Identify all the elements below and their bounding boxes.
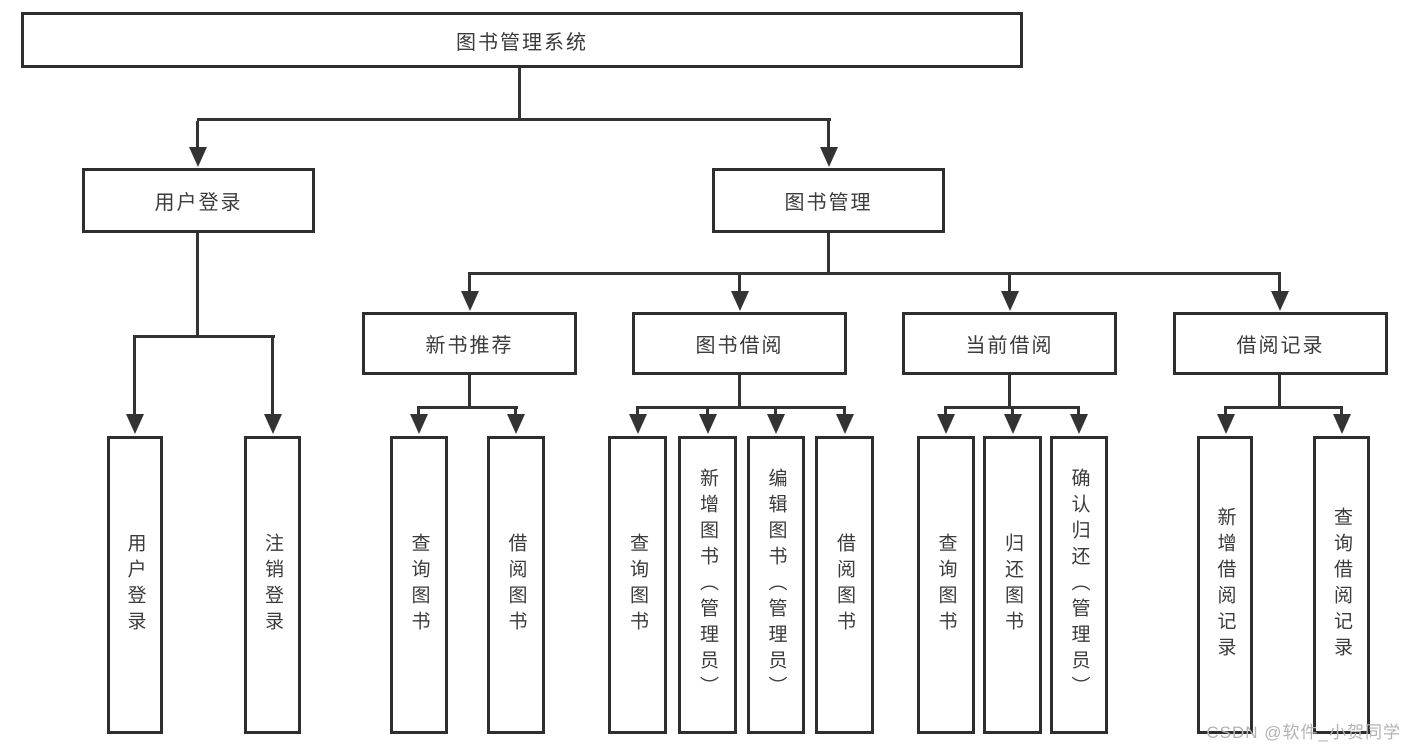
connector-line <box>417 406 518 409</box>
connector-line <box>133 338 136 415</box>
node-label: 借阅记录 <box>1236 335 1325 357</box>
arrow-down-icon <box>731 291 749 311</box>
node-leaf-logout: 注销登录 <box>244 436 301 734</box>
connector-line <box>468 275 471 293</box>
arrow-down-icon <box>1333 414 1351 434</box>
connector-line <box>636 406 846 409</box>
arrow-down-icon <box>1271 291 1289 311</box>
connector-line <box>1278 375 1281 409</box>
node-label: 新增图书（管理员） <box>697 468 718 702</box>
arrow-down-icon <box>820 147 838 167</box>
connector-line <box>738 375 741 409</box>
node-label: 查询借阅记录 <box>1331 507 1352 663</box>
node-label: 查询图书 <box>408 533 430 637</box>
connector-line <box>706 409 709 416</box>
node-new-book-recommendation: 新书推荐 <box>362 312 577 375</box>
connector-line <box>774 409 777 416</box>
connector-line <box>1278 275 1281 293</box>
connector-line <box>1340 409 1343 416</box>
arrow-down-icon <box>126 414 144 434</box>
connector-line <box>518 68 521 121</box>
connector-line <box>1008 275 1011 293</box>
connector-line <box>514 409 517 416</box>
connector-line <box>196 121 199 149</box>
connector-line <box>827 121 830 149</box>
arrow-down-icon <box>699 414 717 434</box>
node-label: 图书管理系统 <box>456 31 588 54</box>
arrow-down-icon <box>410 414 428 434</box>
connector-line <box>133 335 275 338</box>
node-borrowing-records: 借阅记录 <box>1173 312 1388 375</box>
node-leaf-query-borrow-record: 查询借阅记录 <box>1313 436 1370 734</box>
watermark: CSDN @软件_小贺同学 <box>1206 723 1401 742</box>
node-current-borrowing: 当前借阅 <box>902 312 1117 375</box>
node-leaf-query-books-borrow: 查询图书 <box>608 436 667 734</box>
node-label: 查询图书 <box>935 533 957 637</box>
node-leaf-query-books-current: 查询图书 <box>917 436 975 734</box>
node-leaf-borrow-books-borrow: 借阅图书 <box>815 436 874 734</box>
node-leaf-edit-book-admin: 编辑图书（管理员） <box>747 436 805 734</box>
node-label: 用户登录 <box>124 533 146 637</box>
node-label: 查询图书 <box>627 533 648 637</box>
arrow-down-icon <box>836 414 854 434</box>
node-leaf-return-books: 归还图书 <box>983 436 1042 734</box>
connector-line <box>1011 409 1014 416</box>
connector-line <box>196 233 199 338</box>
node-label: 确认归还（管理员） <box>1068 468 1090 702</box>
node-leaf-query-books-recommend: 查询图书 <box>390 436 448 734</box>
node-label: 图书借阅 <box>695 335 784 357</box>
node-label: 归还图书 <box>1002 533 1023 637</box>
arrow-down-icon <box>264 414 282 434</box>
node-book-borrowing: 图书借阅 <box>632 312 847 375</box>
node-book-management: 图书管理 <box>712 168 945 233</box>
node-leaf-borrow-books-recommend: 借阅图书 <box>487 436 545 734</box>
node-label: 注销登录 <box>262 533 283 637</box>
connector-line <box>636 409 639 416</box>
node-label: 编辑图书（管理员） <box>765 468 787 702</box>
connector-line <box>197 118 831 121</box>
node-leaf-add-borrow-record: 新增借阅记录 <box>1197 436 1253 734</box>
node-leaf-add-book-admin: 新增图书（管理员） <box>678 436 737 734</box>
node-label: 借阅图书 <box>505 533 527 637</box>
arrow-down-icon <box>937 414 955 434</box>
arrow-down-icon <box>1217 414 1235 434</box>
arrow-down-icon <box>461 291 479 311</box>
node-label: 新增借阅记录 <box>1214 507 1236 663</box>
arrow-down-icon <box>767 414 785 434</box>
node-root-library-system: 图书管理系统 <box>21 12 1023 68</box>
node-label: 当前借阅 <box>965 335 1054 357</box>
connector-line <box>1224 406 1343 409</box>
node-label: 图书管理 <box>784 192 873 214</box>
node-leaf-confirm-return-admin: 确认归还（管理员） <box>1050 436 1108 734</box>
connector-line <box>1224 409 1227 416</box>
connector-line <box>271 338 274 415</box>
node-label: 借阅图书 <box>834 533 855 637</box>
connector-line <box>468 272 1281 275</box>
node-leaf-user-login: 用户登录 <box>107 436 163 734</box>
node-user-login: 用户登录 <box>82 168 315 233</box>
node-label: 用户登录 <box>154 192 243 214</box>
node-label: 新书推荐 <box>425 335 514 357</box>
connector-line <box>843 409 846 416</box>
connector-line <box>417 409 420 416</box>
connector-line <box>738 275 741 293</box>
arrow-down-icon <box>1004 414 1022 434</box>
arrow-down-icon <box>507 414 525 434</box>
connector-line <box>1008 375 1011 409</box>
connector-line <box>827 233 830 275</box>
connector-line <box>1077 409 1080 416</box>
arrow-down-icon <box>1070 414 1088 434</box>
arrow-down-icon <box>189 147 207 167</box>
arrow-down-icon <box>629 414 647 434</box>
arrow-down-icon <box>1001 291 1019 311</box>
connector-line <box>944 406 1080 409</box>
connector-line <box>468 375 471 409</box>
connector-line <box>944 409 947 416</box>
